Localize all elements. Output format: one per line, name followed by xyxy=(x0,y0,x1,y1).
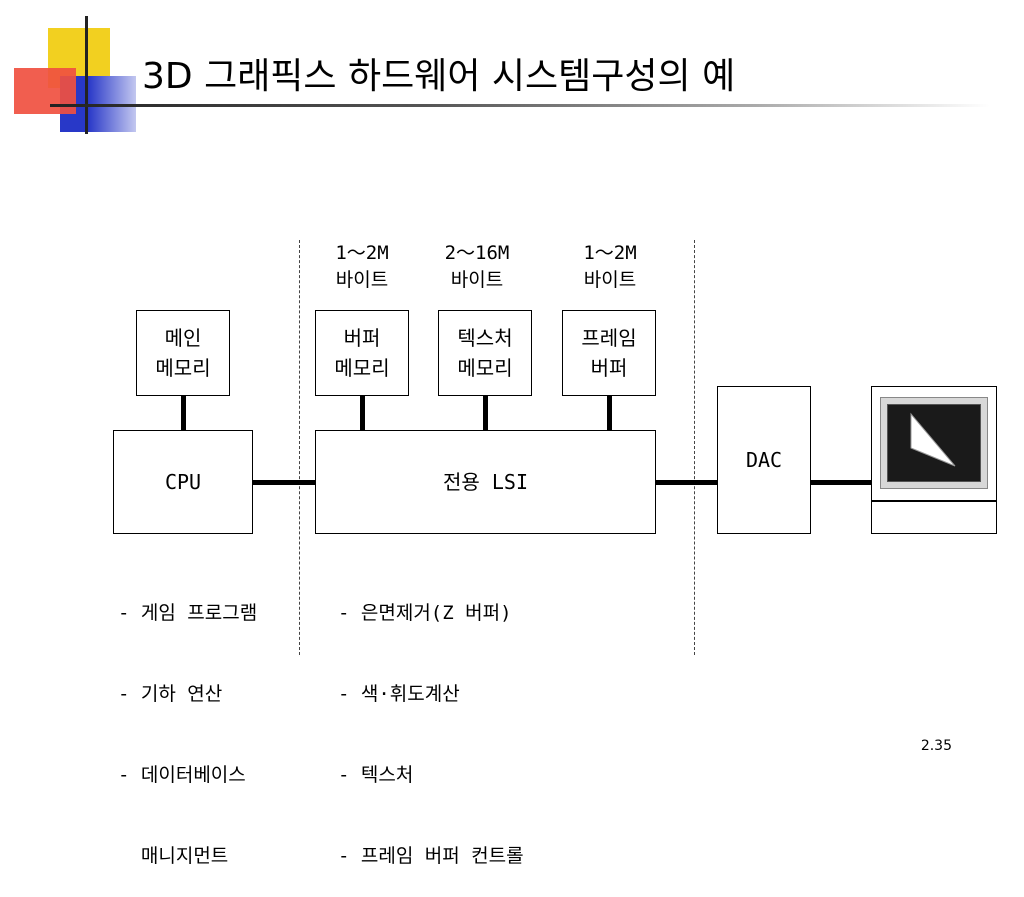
monitor-base-line xyxy=(871,500,997,502)
texture-memory-connector xyxy=(483,396,488,431)
cpu-lsi-connector xyxy=(253,480,315,485)
lsi-note-line: - 프레임 버퍼 컨트롤 xyxy=(338,845,524,867)
frame-buffer-label: 프레임 버퍼 xyxy=(581,326,637,380)
divider-right xyxy=(694,240,695,655)
texture-memory-label: 텍스처 메모리 xyxy=(457,326,513,380)
main-memory-connector xyxy=(181,396,186,431)
dac-monitor-connector xyxy=(811,480,871,485)
cpu-note-line: - 데이터베이스 xyxy=(118,764,246,786)
logo-red-square xyxy=(14,68,76,114)
texture-memory-size: 2～16M 바이트 xyxy=(444,242,510,291)
frame-buffer-connector xyxy=(607,396,612,431)
lsi-notes: - 은면제거(Z 버퍼) - 색·휘도계산 - 텍스처 - 프레임 버퍼 컨트롤 xyxy=(338,546,524,897)
buffer-memory-size: 1～2M 바이트 xyxy=(335,242,389,291)
frame-buffer-block: 프레임 버퍼 xyxy=(562,310,656,396)
lsi-label: 전용 LSI xyxy=(443,470,528,494)
cpu-notes: - 게임 프로그램 - 기하 연산 - 데이터베이스 매니지먼트 xyxy=(118,546,257,897)
lsi-note-line: - 텍스처 xyxy=(338,764,414,786)
cpu-note-line: - 게임 프로그램 xyxy=(118,602,258,624)
buffer-memory-block: 버퍼 메모리 xyxy=(315,310,409,396)
monitor-screen xyxy=(887,404,981,482)
texture-memory-block: 텍스처 메모리 xyxy=(438,310,532,396)
logo-vertical-line xyxy=(85,16,88,134)
page-number: 2.35 xyxy=(920,738,952,754)
frame-buffer-size: 1～2M 바이트 xyxy=(583,242,637,291)
dac-label: DAC xyxy=(745,448,783,472)
title-underline xyxy=(50,104,990,107)
cpu-note-line: 매니지먼트 xyxy=(118,845,229,867)
buffer-memory-connector xyxy=(360,396,365,431)
cpu-label: CPU xyxy=(164,470,202,494)
screen-triangle-icon xyxy=(910,412,956,467)
slide-title: 3D 그래픽스 하드웨어 시스템구성의 예 xyxy=(142,56,736,97)
lsi-dac-connector xyxy=(656,480,717,485)
lsi-note-line: - 색·휘도계산 xyxy=(338,683,460,705)
buffer-memory-label: 버퍼 메모리 xyxy=(334,326,390,380)
divider-left xyxy=(299,240,300,655)
lsi-note-line: - 은면제거(Z 버퍼) xyxy=(338,602,512,624)
main-memory-label: 메인 메모리 xyxy=(155,326,211,380)
lsi-block: 전용 LSI xyxy=(315,430,656,534)
cpu-note-line: - 기하 연산 xyxy=(118,683,223,705)
dac-block: DAC xyxy=(717,386,811,534)
cpu-block: CPU xyxy=(113,430,253,534)
main-memory-block: 메인 메모리 xyxy=(136,310,230,396)
